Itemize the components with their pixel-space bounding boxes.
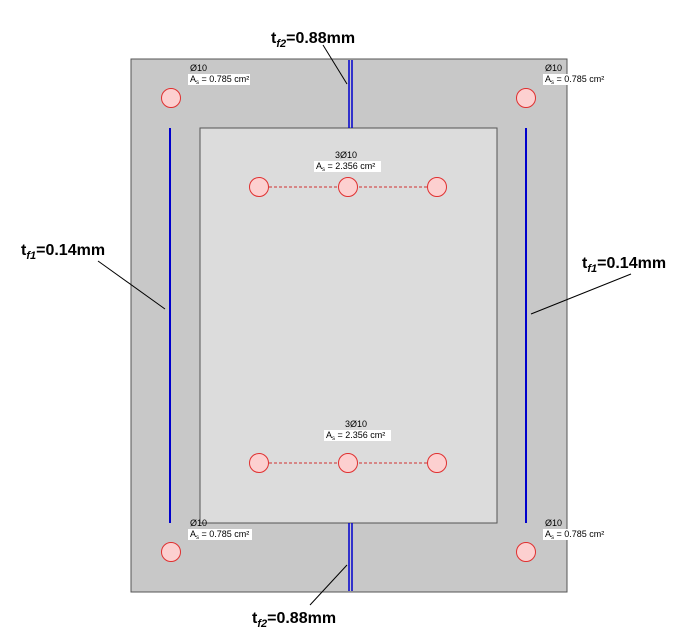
group-label-bottom-area: As = 2.356 cm² <box>326 430 385 442</box>
group-label-bottom-bg <box>324 430 391 441</box>
corner-label-bottom-right-bar: Ø10 <box>545 518 562 528</box>
rebar-top-group-2 <box>338 177 358 197</box>
corner-label-top-right-bar: Ø10 <box>545 63 562 73</box>
rebar-top-right <box>516 88 536 108</box>
thickness-label-bottom: tf2=0.88mm <box>252 610 336 630</box>
corner-label-top-left-area: As = 0.785 cm² <box>190 74 249 86</box>
leader-bottom <box>309 564 348 606</box>
rebar-bottom-right <box>516 542 536 562</box>
rebar-bottom-group-1 <box>249 453 269 473</box>
group-label-top-area: As = 2.356 cm² <box>316 161 375 173</box>
corner-label-top-right-bg <box>543 74 607 85</box>
corner-label-bottom-right-area: As = 0.785 cm² <box>545 529 604 541</box>
leader-left <box>97 260 166 310</box>
group-label-top-bar: 3Ø10 <box>335 150 357 160</box>
corner-label-bottom-left-bar: Ø10 <box>190 518 207 528</box>
leader-right <box>530 273 632 315</box>
corner-label-bottom-left-bg <box>188 529 252 540</box>
corner-label-bottom-left-area: As = 0.785 cm² <box>190 529 249 541</box>
corner-label-top-left-bar: Ø10 <box>190 63 207 73</box>
thickness-label-left: tf1=0.14mm <box>21 242 105 262</box>
corner-label-top-right-area: As = 0.785 cm² <box>545 74 604 86</box>
leader-top <box>322 44 348 85</box>
rebar-bottom-group-2 <box>338 453 358 473</box>
corner-label-top-left-bg <box>188 74 250 85</box>
rebar-bottom-group-3 <box>427 453 447 473</box>
rebar-bottom-left <box>161 542 181 562</box>
rebar-top-group-3 <box>427 177 447 197</box>
group-label-bottom-bar: 3Ø10 <box>345 419 367 429</box>
thickness-label-right: tf1=0.14mm <box>582 255 666 275</box>
rebar-top-left <box>161 88 181 108</box>
rebar-top-group-1 <box>249 177 269 197</box>
corner-label-bottom-right-bg <box>543 529 607 540</box>
thickness-label-top: tf2=0.88mm <box>271 30 355 50</box>
group-label-top-bg <box>314 161 381 172</box>
